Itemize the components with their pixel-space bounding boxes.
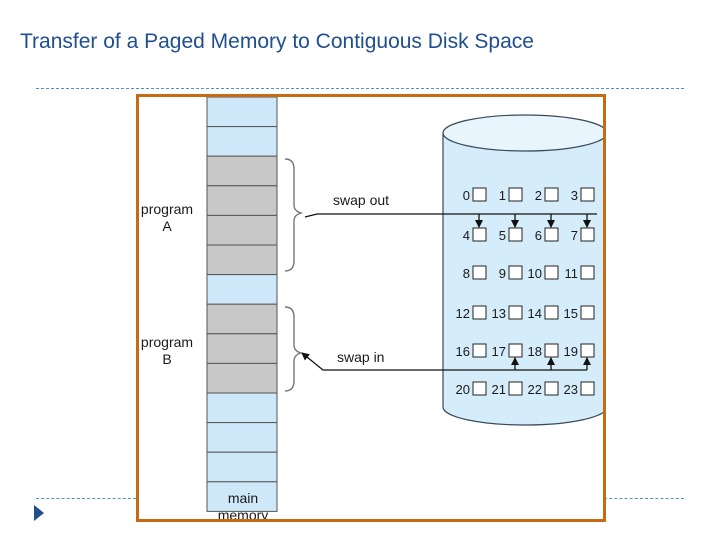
disk-block-number: 4 [463,228,470,243]
memory-frame-free [206,126,278,157]
disk-block-number: 0 [463,188,470,203]
disk-block-number: 19 [564,344,578,359]
disk-block-number: 3 [571,188,578,203]
memory-frame-used [206,155,278,187]
disk-block-box [544,187,559,202]
disk-block-number: 12 [456,306,470,321]
memory-frame-used [206,214,278,246]
disk-block-box [508,227,523,242]
disk-block-number: 18 [528,344,542,359]
disk-block-number: 20 [456,382,470,397]
disk-block-number: 14 [528,306,542,321]
swap-out-label: swap out [333,192,389,208]
bottom-divider-right [604,498,684,499]
disk-block-box [472,187,487,202]
disk-block-box [580,343,595,358]
disk-block-box [472,343,487,358]
disk-block-box [508,343,523,358]
memory-frame-free [206,392,278,424]
disk-block-number: 22 [528,382,542,397]
disk-block-box [508,265,523,280]
program-b-label-line1: program [141,334,193,350]
disk-block-box [544,305,559,320]
main-memory-column [206,97,278,512]
disk-block-number: 21 [492,382,506,397]
program-a-label-line2: A [162,218,172,234]
swap-in-arrow [301,352,587,371]
disk-block-box [580,227,595,242]
memory-frame-used [206,303,278,335]
main-memory-label-line1: main [228,490,258,506]
disk-block-box [472,305,487,320]
disk-block-number: 10 [528,266,542,281]
disk-block-box [580,187,595,202]
memory-frame-free [206,97,278,128]
disk-block-number: 5 [499,228,506,243]
disk-block-number: 16 [456,344,470,359]
disk-block-number: 8 [463,266,470,281]
disk-block-number: 13 [492,306,506,321]
disk-block-box [580,305,595,320]
memory-frame-used [206,244,278,276]
disk-block-number: 11 [565,266,579,281]
disk-block-number: 2 [535,188,542,203]
memory-frame-used [206,362,278,394]
bottom-divider-left [36,498,136,499]
disk-block-box [544,381,559,396]
disk-block-box [580,381,595,396]
disk-block-number: 15 [564,306,578,321]
memory-frame-free [206,451,278,483]
disk-block-box [544,265,559,280]
program-a-brace [284,158,304,272]
swap-out-arrow [304,213,597,218]
disk-block-box [472,227,487,242]
program-a-label-line1: program [141,201,193,217]
disk-block-number: 23 [564,382,578,397]
memory-frame-free [206,422,278,453]
disk-block-box [580,265,595,280]
program-b-brace [284,306,304,392]
memory-frame-used [206,185,278,216]
swap-in-label: swap in [337,349,384,365]
disk-block-number: 17 [492,344,506,359]
disk-block-number: 9 [499,266,506,281]
disk-block-box [508,187,523,202]
disk-block-number: 7 [571,228,578,243]
memory-frame-used [206,333,278,364]
disk-block-box [472,265,487,280]
memory-frame-free [206,481,278,512]
disk-block-number: 1 [499,188,506,203]
slide-title: Transfer of a Paged Memory to Contiguous… [20,30,534,53]
top-divider [36,88,684,89]
disk-block-box [508,381,523,396]
memory-frame-free [206,274,278,305]
bullet-triangle-icon [34,505,44,521]
disk-block-box [508,305,523,320]
disk-block-number: 6 [535,228,542,243]
disk-block-box [472,381,487,396]
main-memory-label-line2: memory [218,507,269,519]
program-b-label-line2: B [162,351,171,367]
disk-block-box [544,343,559,358]
disk-block-box [544,227,559,242]
